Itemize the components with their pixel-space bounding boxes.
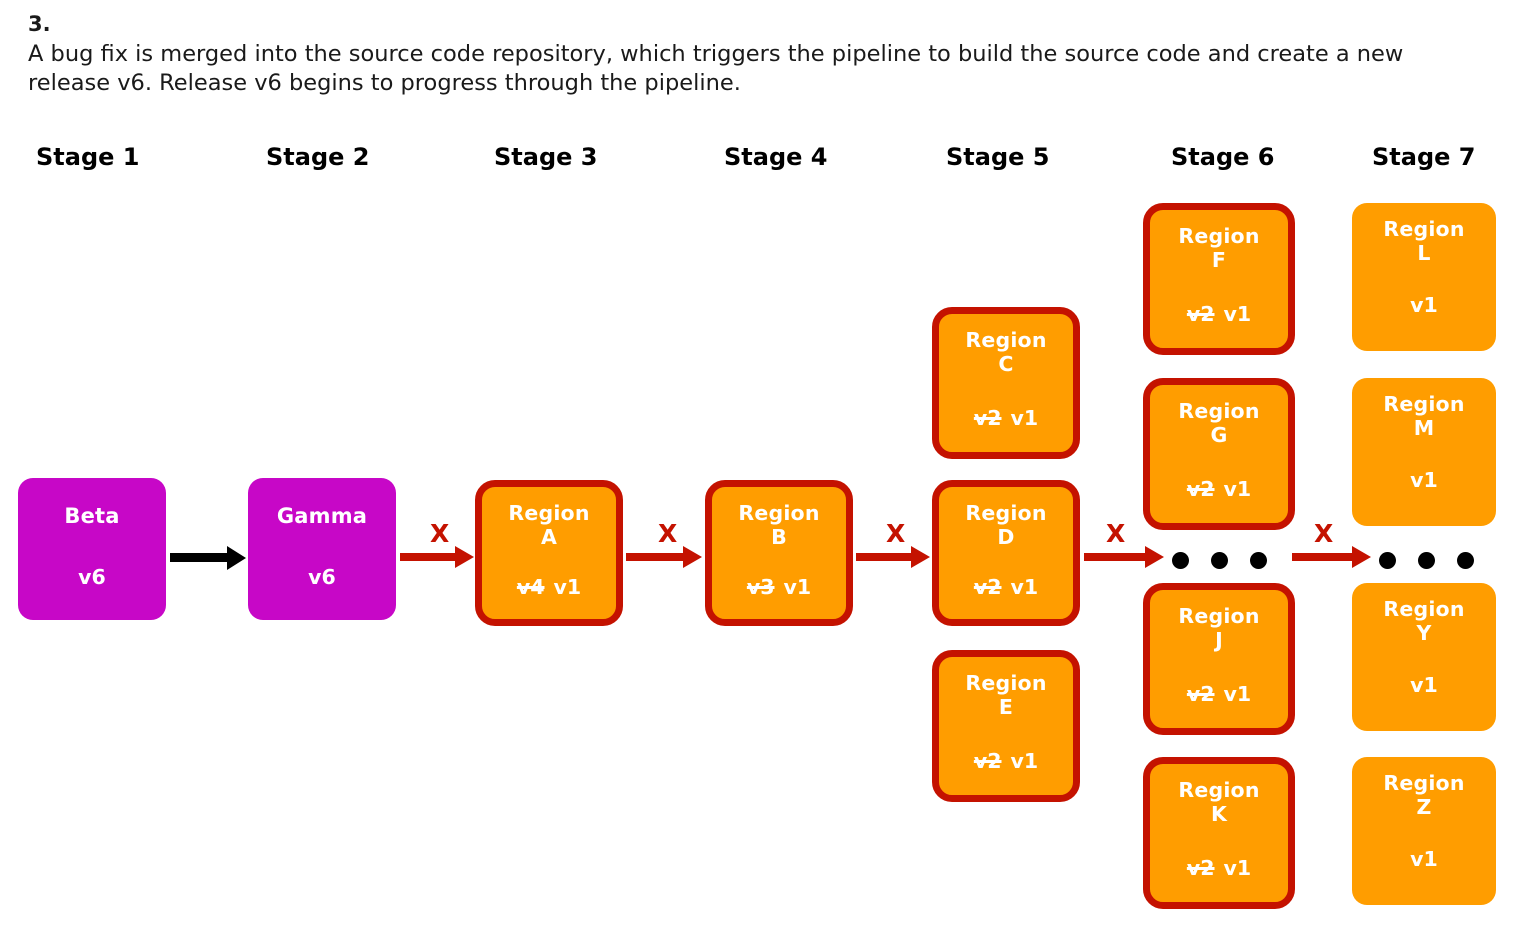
arrow-shaft (1292, 553, 1353, 561)
stage-header-7: Stage 7 (1372, 143, 1476, 171)
arrow-head (683, 546, 702, 568)
node-region-y-version: v1 (1410, 673, 1438, 697)
stage-header-3: Stage 3 (494, 143, 598, 171)
arrow-head (1145, 546, 1164, 568)
node-gamma[interactable]: Gamma v6 (248, 478, 396, 620)
ellipsis-dot (1457, 552, 1474, 569)
arrow-head (455, 546, 474, 568)
stage-header-6: Stage 6 (1171, 143, 1275, 171)
x-marker-gamma-to-a: X (430, 519, 450, 548)
ellipsis-dot (1418, 552, 1435, 569)
stage7-ellipsis (1379, 552, 1474, 569)
step-number: 3. (28, 12, 51, 36)
arrow-shaft (400, 553, 456, 561)
stage-header-2: Stage 2 (266, 143, 370, 171)
step-description: A bug fix is merged into the source code… (28, 41, 1404, 96)
x-marker-stage6-to-stage7: X (1314, 519, 1334, 548)
ellipsis-dot (1379, 552, 1396, 569)
stage-header-5: Stage 5 (946, 143, 1050, 171)
stage-header-4: Stage 4 (724, 143, 828, 171)
arrow-head (227, 545, 246, 570)
arrow-shaft (856, 553, 912, 561)
arrow-shaft (170, 553, 228, 562)
node-region-z-version: v1 (1410, 847, 1438, 871)
arrow-head (911, 546, 930, 568)
x-marker-a-to-b: X (658, 519, 678, 548)
arrow-shaft (626, 553, 684, 561)
x-marker-d-to-stage6: X (1106, 519, 1126, 548)
x-marker-b-to-d: X (886, 519, 906, 548)
node-gamma-version: v6 (308, 565, 336, 589)
node-beta[interactable]: Beta v6 (18, 478, 166, 620)
node-beta-name: Beta (64, 504, 120, 528)
node-beta-version: v6 (78, 565, 106, 589)
stage-header-1: Stage 1 (36, 143, 140, 171)
arrow-head (1352, 546, 1371, 568)
node-gamma-name: Gamma (276, 504, 368, 528)
ellipsis-dot (1211, 552, 1228, 569)
ellipsis-dot (1250, 552, 1267, 569)
node-region-l-version: v1 (1410, 293, 1438, 317)
ellipsis-dot (1172, 552, 1189, 569)
arrow-shaft (1084, 553, 1146, 561)
stage6-ellipsis (1172, 552, 1267, 569)
node-region-m-version: v1 (1410, 468, 1438, 492)
